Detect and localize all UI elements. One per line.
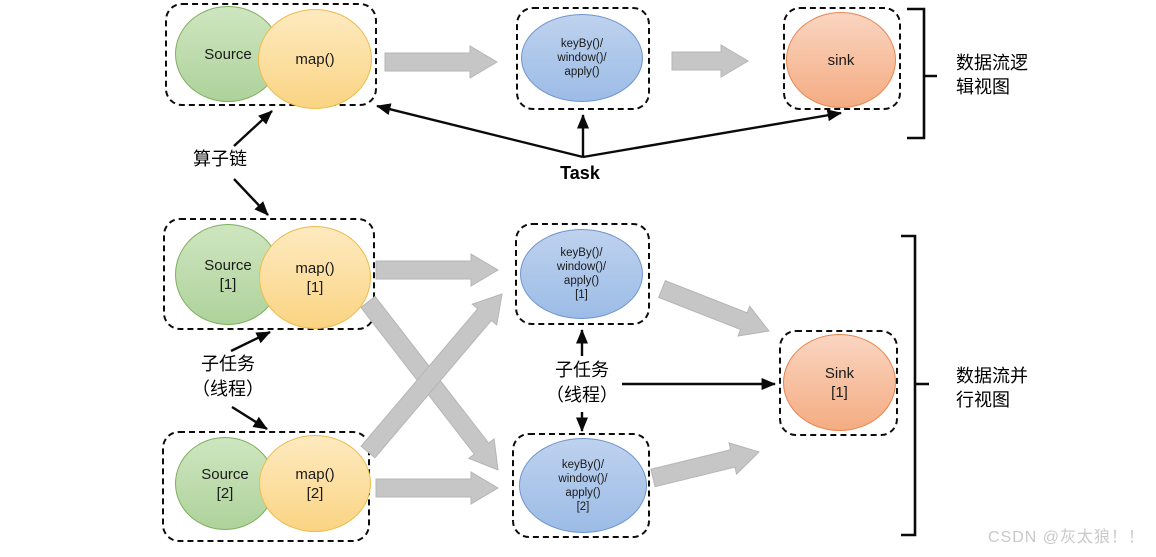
logical-view-caption: 数据流逻 辑视图 xyxy=(956,51,1076,99)
parallel-source2-node: Source [2] xyxy=(175,437,275,530)
logical-view-caption-line2: 辑视图 xyxy=(956,77,1010,97)
logical-view-bracket xyxy=(907,7,937,140)
task-label: Task xyxy=(560,163,600,183)
annotation-arrow xyxy=(233,110,273,147)
parallel-keyby1-line2: window()/ xyxy=(556,261,607,273)
annotation-arrow xyxy=(376,103,584,159)
parallel-source1-map1-box xyxy=(163,218,375,330)
gray-flow-arrow xyxy=(671,44,749,78)
operator-chain-label: 算子链 xyxy=(193,149,247,169)
subtask-thread-label-mid: 子任务 （线程） xyxy=(532,358,632,408)
annotation-arrow xyxy=(230,330,271,353)
parallel-keyby2-box xyxy=(512,433,650,538)
logical-keyby-line2: window()/ xyxy=(557,52,607,64)
parallel-keyby2-line3: apply() xyxy=(565,486,601,499)
parallel-view-caption-line1: 数据流并 xyxy=(956,366,1028,386)
parallel-sink1-line2: [1] xyxy=(831,383,848,401)
gray-flow-arrow xyxy=(375,253,499,287)
parallel-source1-line1: Source xyxy=(204,256,252,274)
logical-map-node: map() xyxy=(258,9,372,109)
parallel-keyby2-line1: keyBy()/ xyxy=(561,458,605,471)
logical-sink-task-box xyxy=(783,7,901,110)
gray-flow-arrow xyxy=(650,442,760,488)
gray-flow-arrow xyxy=(360,293,503,459)
annotation-arrow xyxy=(231,405,268,431)
parallel-map1-line2: [1] xyxy=(306,278,324,296)
parallel-keyby1-line4: [1] xyxy=(575,289,588,301)
parallel-keyby1-line1: keyBy()/ xyxy=(560,247,603,259)
parallel-source2-line2: [2] xyxy=(216,484,234,502)
logical-chain-task-box xyxy=(165,3,377,106)
logical-keyby-node: keyBy()/ window()/ apply() xyxy=(521,14,643,102)
logical-view-caption-line1: 数据流逻 xyxy=(956,53,1028,73)
parallel-view-caption-line2: 行视图 xyxy=(956,390,1010,410)
subtask-mid-line1: 子任务 xyxy=(555,360,609,380)
parallel-view-caption: 数据流并 行视图 xyxy=(956,364,1076,412)
subtask-thread-label-left: 子任务 （线程） xyxy=(178,352,278,402)
parallel-sink1-node: Sink [1] xyxy=(783,334,896,431)
annotation-arrow xyxy=(582,109,842,159)
parallel-keyby1-line3: apply() xyxy=(563,275,600,287)
logical-keyby-task-box xyxy=(516,7,650,110)
gray-flow-arrow xyxy=(384,45,498,79)
parallel-sink1-box xyxy=(779,330,898,436)
subtask-mid-line2: （线程） xyxy=(546,385,618,405)
subtask-left-line1: 子任务 xyxy=(201,354,255,374)
logical-source-label: Source xyxy=(204,45,252,63)
parallel-map1-line1: map() xyxy=(295,259,335,277)
parallel-sink1-line1: Sink xyxy=(824,364,855,382)
logical-keyby-line1: keyBy()/ xyxy=(560,38,604,50)
parallel-map1-node: map() [1] xyxy=(259,226,371,329)
logical-map-label: map() xyxy=(295,50,335,68)
parallel-map2-line2: [2] xyxy=(306,484,324,502)
logical-sink-label: sink xyxy=(827,51,855,69)
parallel-keyby2-line2: window()/ xyxy=(558,472,608,485)
parallel-source1-line2: [1] xyxy=(219,275,237,293)
parallel-map2-node: map() [2] xyxy=(259,435,371,532)
parallel-map2-line1: map() xyxy=(295,465,335,483)
subtask-left-line2: （线程） xyxy=(192,379,264,399)
parallel-source2-line1: Source xyxy=(201,465,249,483)
csdn-watermark: CSDN @灰太狼！！ xyxy=(987,529,1145,546)
parallel-keyby1-node: keyBy()/ window()/ apply() [1] xyxy=(520,229,643,319)
logical-keyby-line3: apply() xyxy=(564,66,600,78)
parallel-keyby2-line4: [2] xyxy=(576,500,590,513)
gray-flow-arrow xyxy=(658,279,770,337)
annotation-arrow xyxy=(233,178,269,216)
gray-flow-arrow xyxy=(375,471,499,505)
parallel-view-bracket xyxy=(901,234,929,537)
parallel-keyby1-box xyxy=(515,223,650,325)
parallel-keyby2-node: keyBy()/ window()/ apply() [2] xyxy=(519,438,647,533)
logical-sink-node: sink xyxy=(786,12,896,108)
